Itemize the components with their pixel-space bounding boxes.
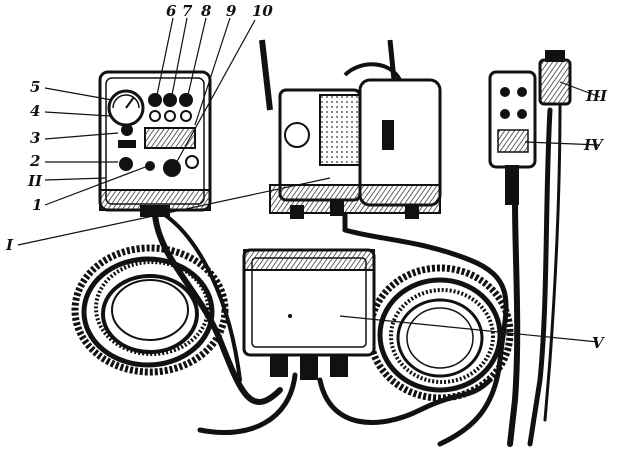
label-5: 5 <box>30 78 40 96</box>
label-I: I <box>5 236 14 254</box>
label-10: 10 <box>252 2 273 20</box>
label-V: V <box>592 334 605 352</box>
callout-labels: 5 4 3 2 II 1 I 6 7 8 9 10 III IV V <box>5 2 608 352</box>
label-8: 8 <box>201 2 212 20</box>
leader-lines <box>17 17 601 343</box>
label-III: III <box>585 87 608 105</box>
control-panel-box <box>98 70 212 217</box>
label-IV: IV <box>583 136 604 154</box>
junction-box <box>242 248 376 380</box>
remote-pendant <box>488 50 572 205</box>
label-7: 7 <box>182 2 193 20</box>
label-1: 1 <box>32 196 42 214</box>
plug-connector <box>538 58 572 106</box>
label-4: 4 <box>30 102 40 120</box>
label-II: II <box>27 172 43 190</box>
label-3: 3 <box>30 129 40 147</box>
label-6: 6 <box>166 2 177 20</box>
label-2: 2 <box>29 152 40 170</box>
label-9: 9 <box>226 2 237 20</box>
central-unit <box>259 39 442 219</box>
